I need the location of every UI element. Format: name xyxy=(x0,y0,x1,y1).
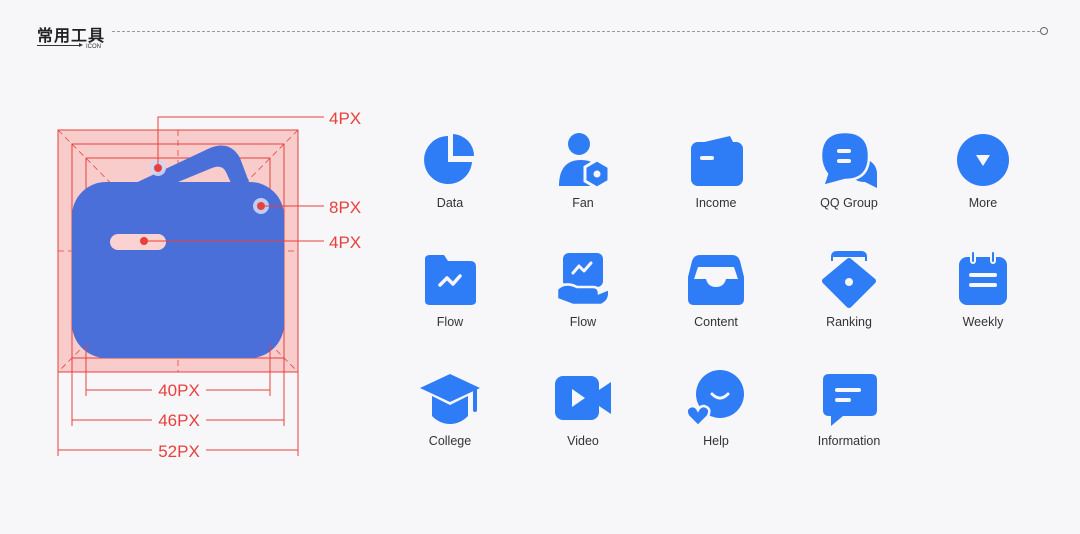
divider-end-circle xyxy=(1040,27,1048,35)
icon-label: College xyxy=(428,434,472,448)
label-inner-padding: 4PX xyxy=(329,233,361,252)
label-corner-radius: 8PX xyxy=(329,198,361,217)
icon-cell-more[interactable]: More xyxy=(913,130,1053,210)
user-hex-icon xyxy=(559,133,611,190)
icon-label: More xyxy=(968,196,998,210)
graduation-cap-icon xyxy=(420,374,480,424)
icon-cell-weekly[interactable]: Weekly xyxy=(913,249,1053,329)
icon-cell-help[interactable]: Help xyxy=(646,368,786,448)
icon-label: Fan xyxy=(572,196,594,210)
icon-label: QQ Group xyxy=(820,196,878,210)
icon-label: Ranking xyxy=(826,315,872,329)
section-subtitle: ICON xyxy=(86,44,101,50)
chat-bubbles-icon xyxy=(819,130,877,188)
inbox-icon xyxy=(688,255,744,305)
icon-cell-college[interactable]: College xyxy=(380,368,520,448)
hand-chart-icon xyxy=(555,253,611,307)
icon-label: Flow xyxy=(569,315,597,329)
arrow-icon xyxy=(37,43,83,47)
message-icon xyxy=(823,374,877,426)
icon-label: Data xyxy=(436,196,464,210)
icon-spec-diagram: 4PX 8PX 4PX 40PX 46PX 52PX xyxy=(57,109,361,461)
icon-cell-information[interactable]: Information xyxy=(779,368,919,448)
section-title: 常用工具 xyxy=(37,26,106,45)
icon-label: Information xyxy=(817,434,881,448)
icon-label: Video xyxy=(567,434,599,448)
medal-icon xyxy=(822,251,876,308)
icon-label: Help xyxy=(703,434,729,448)
icon-cell-ranking[interactable]: Ranking xyxy=(779,249,919,329)
icon-cell-fan[interactable]: Fan xyxy=(513,130,653,210)
icon-cell-flow-2[interactable]: Flow xyxy=(513,249,653,329)
wallet-icon xyxy=(72,145,284,358)
icon-cell-video[interactable]: Video xyxy=(513,368,653,448)
notebook-icon xyxy=(959,250,1007,305)
icon-cell-content[interactable]: Content xyxy=(646,249,786,329)
icon-label: Flow xyxy=(436,315,464,329)
label-outer-size: 52PX xyxy=(158,442,200,461)
icon-cell-flow[interactable]: Flow xyxy=(380,249,520,329)
pie-chart-icon xyxy=(424,134,474,184)
icon-cell-qq-group[interactable]: QQ Group xyxy=(779,130,919,210)
wallet-icon xyxy=(691,136,743,186)
icon-label: Content xyxy=(694,315,738,329)
icon-cell-income[interactable]: Income xyxy=(646,130,786,210)
icon-label: Income xyxy=(695,196,737,210)
icon-cell-data[interactable]: Data xyxy=(380,130,520,210)
label-top-padding: 4PX xyxy=(329,109,361,128)
icon-label: Weekly xyxy=(962,315,1004,329)
more-circle-icon xyxy=(957,134,1009,186)
dotted-divider xyxy=(112,31,1040,32)
folder-chart-icon xyxy=(425,255,476,305)
label-inner-size: 40PX xyxy=(158,381,200,400)
video-camera-icon xyxy=(555,376,611,420)
help-heart-icon xyxy=(686,370,744,428)
label-mid-size: 46PX xyxy=(158,411,200,430)
